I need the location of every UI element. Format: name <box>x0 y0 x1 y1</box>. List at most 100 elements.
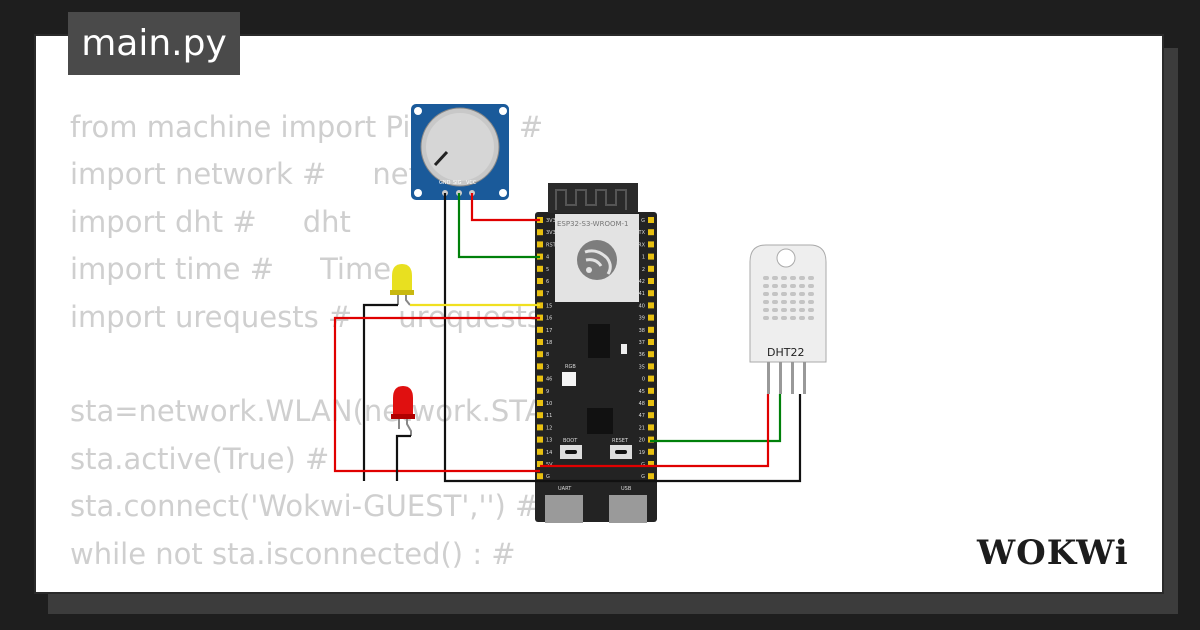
esp32-right-pin[interactable] <box>648 290 654 297</box>
esp32-right-pin[interactable] <box>648 436 654 443</box>
esp32-left-pin[interactable] <box>537 290 543 297</box>
uart-label: UART <box>558 486 572 492</box>
dht22-vent <box>808 276 814 280</box>
esp32-left-pin-label: 46 <box>546 377 552 383</box>
espressif-logo-icon <box>577 240 617 280</box>
chip <box>588 324 610 358</box>
esp32-right-pin[interactable] <box>648 412 654 419</box>
esp32-right-pin[interactable] <box>648 375 654 382</box>
code-line: sta.active(True) # <box>70 441 330 476</box>
esp32-left-pin[interactable] <box>537 461 543 467</box>
pot-pin-sig-label: SIG <box>453 180 462 186</box>
code-line: import time # Time <box>70 252 392 287</box>
esp32-left-pin[interactable] <box>537 375 543 382</box>
esp32-right-pin-label: 2 <box>642 267 645 273</box>
esp32-left-pin[interactable] <box>537 363 543 370</box>
esp32-left-pin[interactable] <box>537 278 543 284</box>
esp32-right-pin[interactable] <box>648 314 654 321</box>
esp32-left-pin[interactable] <box>537 326 543 333</box>
esp32-left-pin[interactable] <box>537 241 543 248</box>
esp32-left-pin[interactable] <box>537 473 543 480</box>
esp32-left-pin[interactable] <box>537 424 543 431</box>
esp32-left-pin[interactable] <box>537 229 543 236</box>
esp32-right-pin[interactable] <box>648 424 654 431</box>
esp32-left-pin-label: 17 <box>546 328 552 334</box>
esp32-right-pin[interactable] <box>648 461 654 467</box>
esp32-left-pin[interactable] <box>537 265 543 272</box>
esp32-right-pin[interactable] <box>648 302 654 309</box>
dht22-vent <box>808 284 814 288</box>
esp32-right-pin-label: 35 <box>639 364 645 370</box>
dht22-vent <box>799 276 805 280</box>
esp32-right-pin[interactable] <box>648 229 654 236</box>
esp32-left-pin-label: 18 <box>546 340 552 346</box>
rgb-led <box>562 372 576 386</box>
uart-usb-port[interactable] <box>545 495 583 523</box>
esp32-right-pin[interactable] <box>648 351 654 358</box>
esp32-left-pin[interactable] <box>537 400 543 406</box>
code-line: import dht # dht <box>70 204 351 239</box>
dht22-vent <box>781 316 787 320</box>
yellow-led[interactable] <box>390 264 414 306</box>
esp32-right-pin-label: 1 <box>642 255 645 261</box>
esp32-left-pin-label: 16 <box>546 316 552 322</box>
esp32-right-pin[interactable] <box>648 339 654 345</box>
wire-red-led-gnd <box>395 434 411 481</box>
dht22-vent <box>781 300 787 304</box>
dht22-vent <box>790 300 796 304</box>
esp32-right-pin[interactable] <box>648 363 654 370</box>
esp32-left-pin-label: 11 <box>546 413 552 419</box>
esp32-left-pin[interactable] <box>537 412 543 419</box>
dht22-vent <box>790 316 796 320</box>
wire-pot-gnd <box>443 193 802 483</box>
dht22-vent <box>799 308 805 312</box>
code-line: while not sta.isconnected() : # <box>70 536 516 571</box>
dht22-vent <box>799 284 805 288</box>
esp32-left-pin[interactable] <box>537 448 543 455</box>
dht22-vent <box>790 276 796 280</box>
dht22-vent <box>772 308 778 312</box>
esp32-board[interactable]: ESP32-S3-WROOM-1 RGB BOOT RESET UART USB… <box>535 183 657 523</box>
wire-pot-sig-gpio4 <box>457 193 540 259</box>
wire-yellow-led-gnd <box>362 303 398 481</box>
esp32-left-pin-label: 3V3 <box>546 230 556 236</box>
esp32-left-pin-label: 10 <box>546 401 552 407</box>
esp32-right-pin-label: 42 <box>639 279 645 285</box>
esp32-right-pin[interactable] <box>648 326 654 333</box>
esp32-right-pin[interactable] <box>648 217 654 223</box>
esp32-right-pin-label: 47 <box>639 413 645 419</box>
esp32-right-pin-label: 19 <box>639 450 645 456</box>
esp32-right-pin-label: 45 <box>639 389 645 395</box>
esp32-right-pin[interactable] <box>648 473 654 480</box>
esp32-right-pin[interactable] <box>648 387 654 394</box>
potentiometer-knob-indicator <box>433 150 449 167</box>
esp32-right-pin[interactable] <box>648 265 654 272</box>
esp32-left-pin-label: 8 <box>546 352 549 358</box>
usb-port[interactable] <box>609 495 647 523</box>
esp32-left-pin-label: 4 <box>546 255 549 261</box>
esp32-left-pin[interactable] <box>537 436 543 443</box>
esp32-right-pin[interactable] <box>648 253 654 260</box>
dht22-vent <box>799 300 805 304</box>
esp32-left-pin[interactable] <box>537 387 543 394</box>
dht22-vent <box>808 300 814 304</box>
esp32-right-pin[interactable] <box>648 448 654 455</box>
dht22-vent <box>772 292 778 296</box>
esp32-right-pin[interactable] <box>648 278 654 284</box>
esp32-left-pin-label: 3 <box>546 364 549 370</box>
esp32-left-pin-label: G <box>546 474 550 480</box>
esp32-left-pin-label: 13 <box>546 438 552 444</box>
esp32-left-pin[interactable] <box>537 339 543 345</box>
esp32-right-pin[interactable] <box>648 400 654 406</box>
dht22-vent <box>799 292 805 296</box>
red-led[interactable] <box>391 386 415 436</box>
esp32-left-pin[interactable] <box>537 351 543 358</box>
esp32-right-pin-label: 21 <box>639 425 645 431</box>
pot-pin-gnd-label: GND <box>439 180 451 186</box>
dht22-vent <box>808 292 814 296</box>
dht22-sensor[interactable]: DHT22 <box>749 244 827 394</box>
potentiometer[interactable]: GND SIG VCC <box>411 104 509 200</box>
esp32-right-pin[interactable] <box>648 241 654 248</box>
file-tab[interactable]: main.py <box>68 12 240 75</box>
dht22-vent <box>790 308 796 312</box>
